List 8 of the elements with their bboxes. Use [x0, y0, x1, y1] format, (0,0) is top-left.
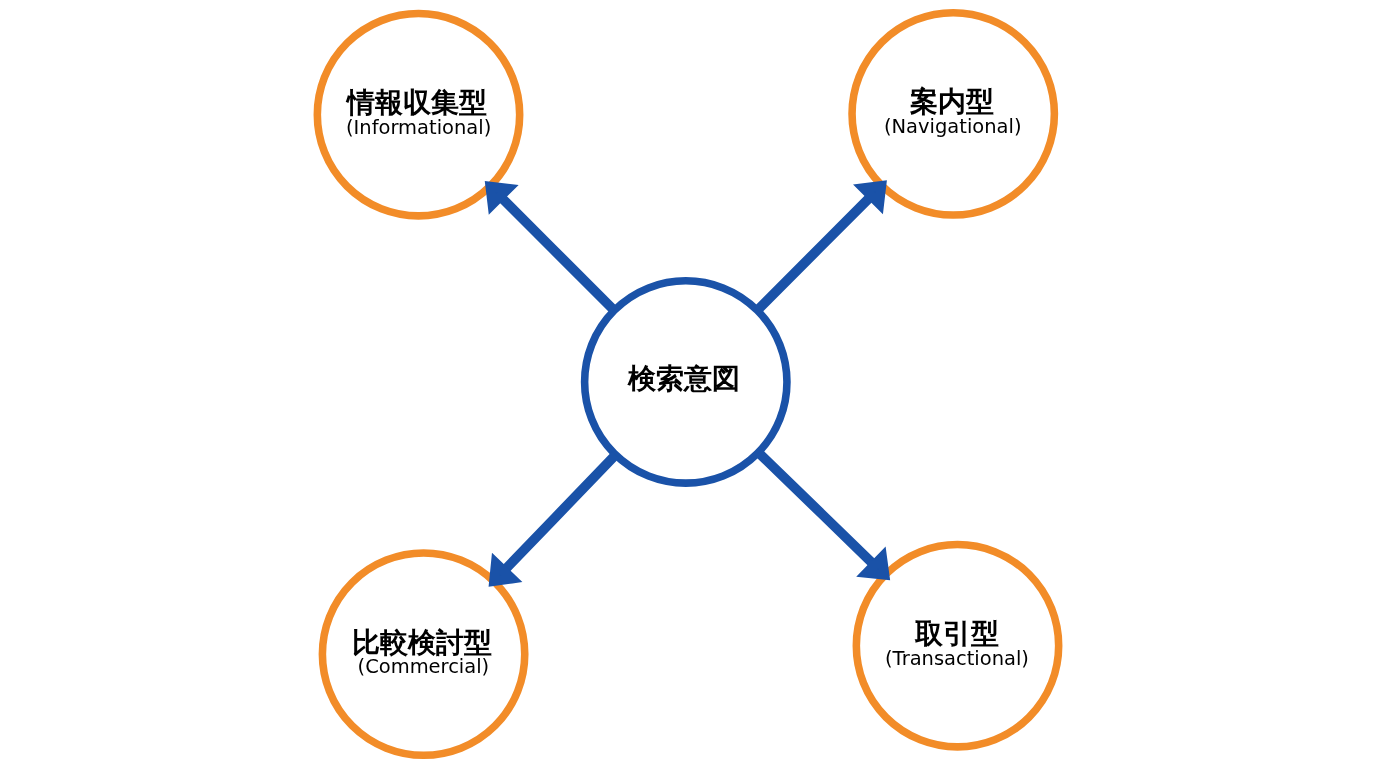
node-circle: 案内型 (Navigational): [848, 8, 1059, 219]
node-circle: 取引型 (Transactional): [852, 540, 1063, 751]
arrow: [488, 451, 620, 587]
arrow: [484, 180, 618, 314]
arrow: [754, 180, 887, 314]
node-circle: 検索意図: [580, 277, 791, 487]
node-circle: 情報収集型 (Informational): [313, 9, 524, 220]
arrow: [755, 449, 891, 581]
